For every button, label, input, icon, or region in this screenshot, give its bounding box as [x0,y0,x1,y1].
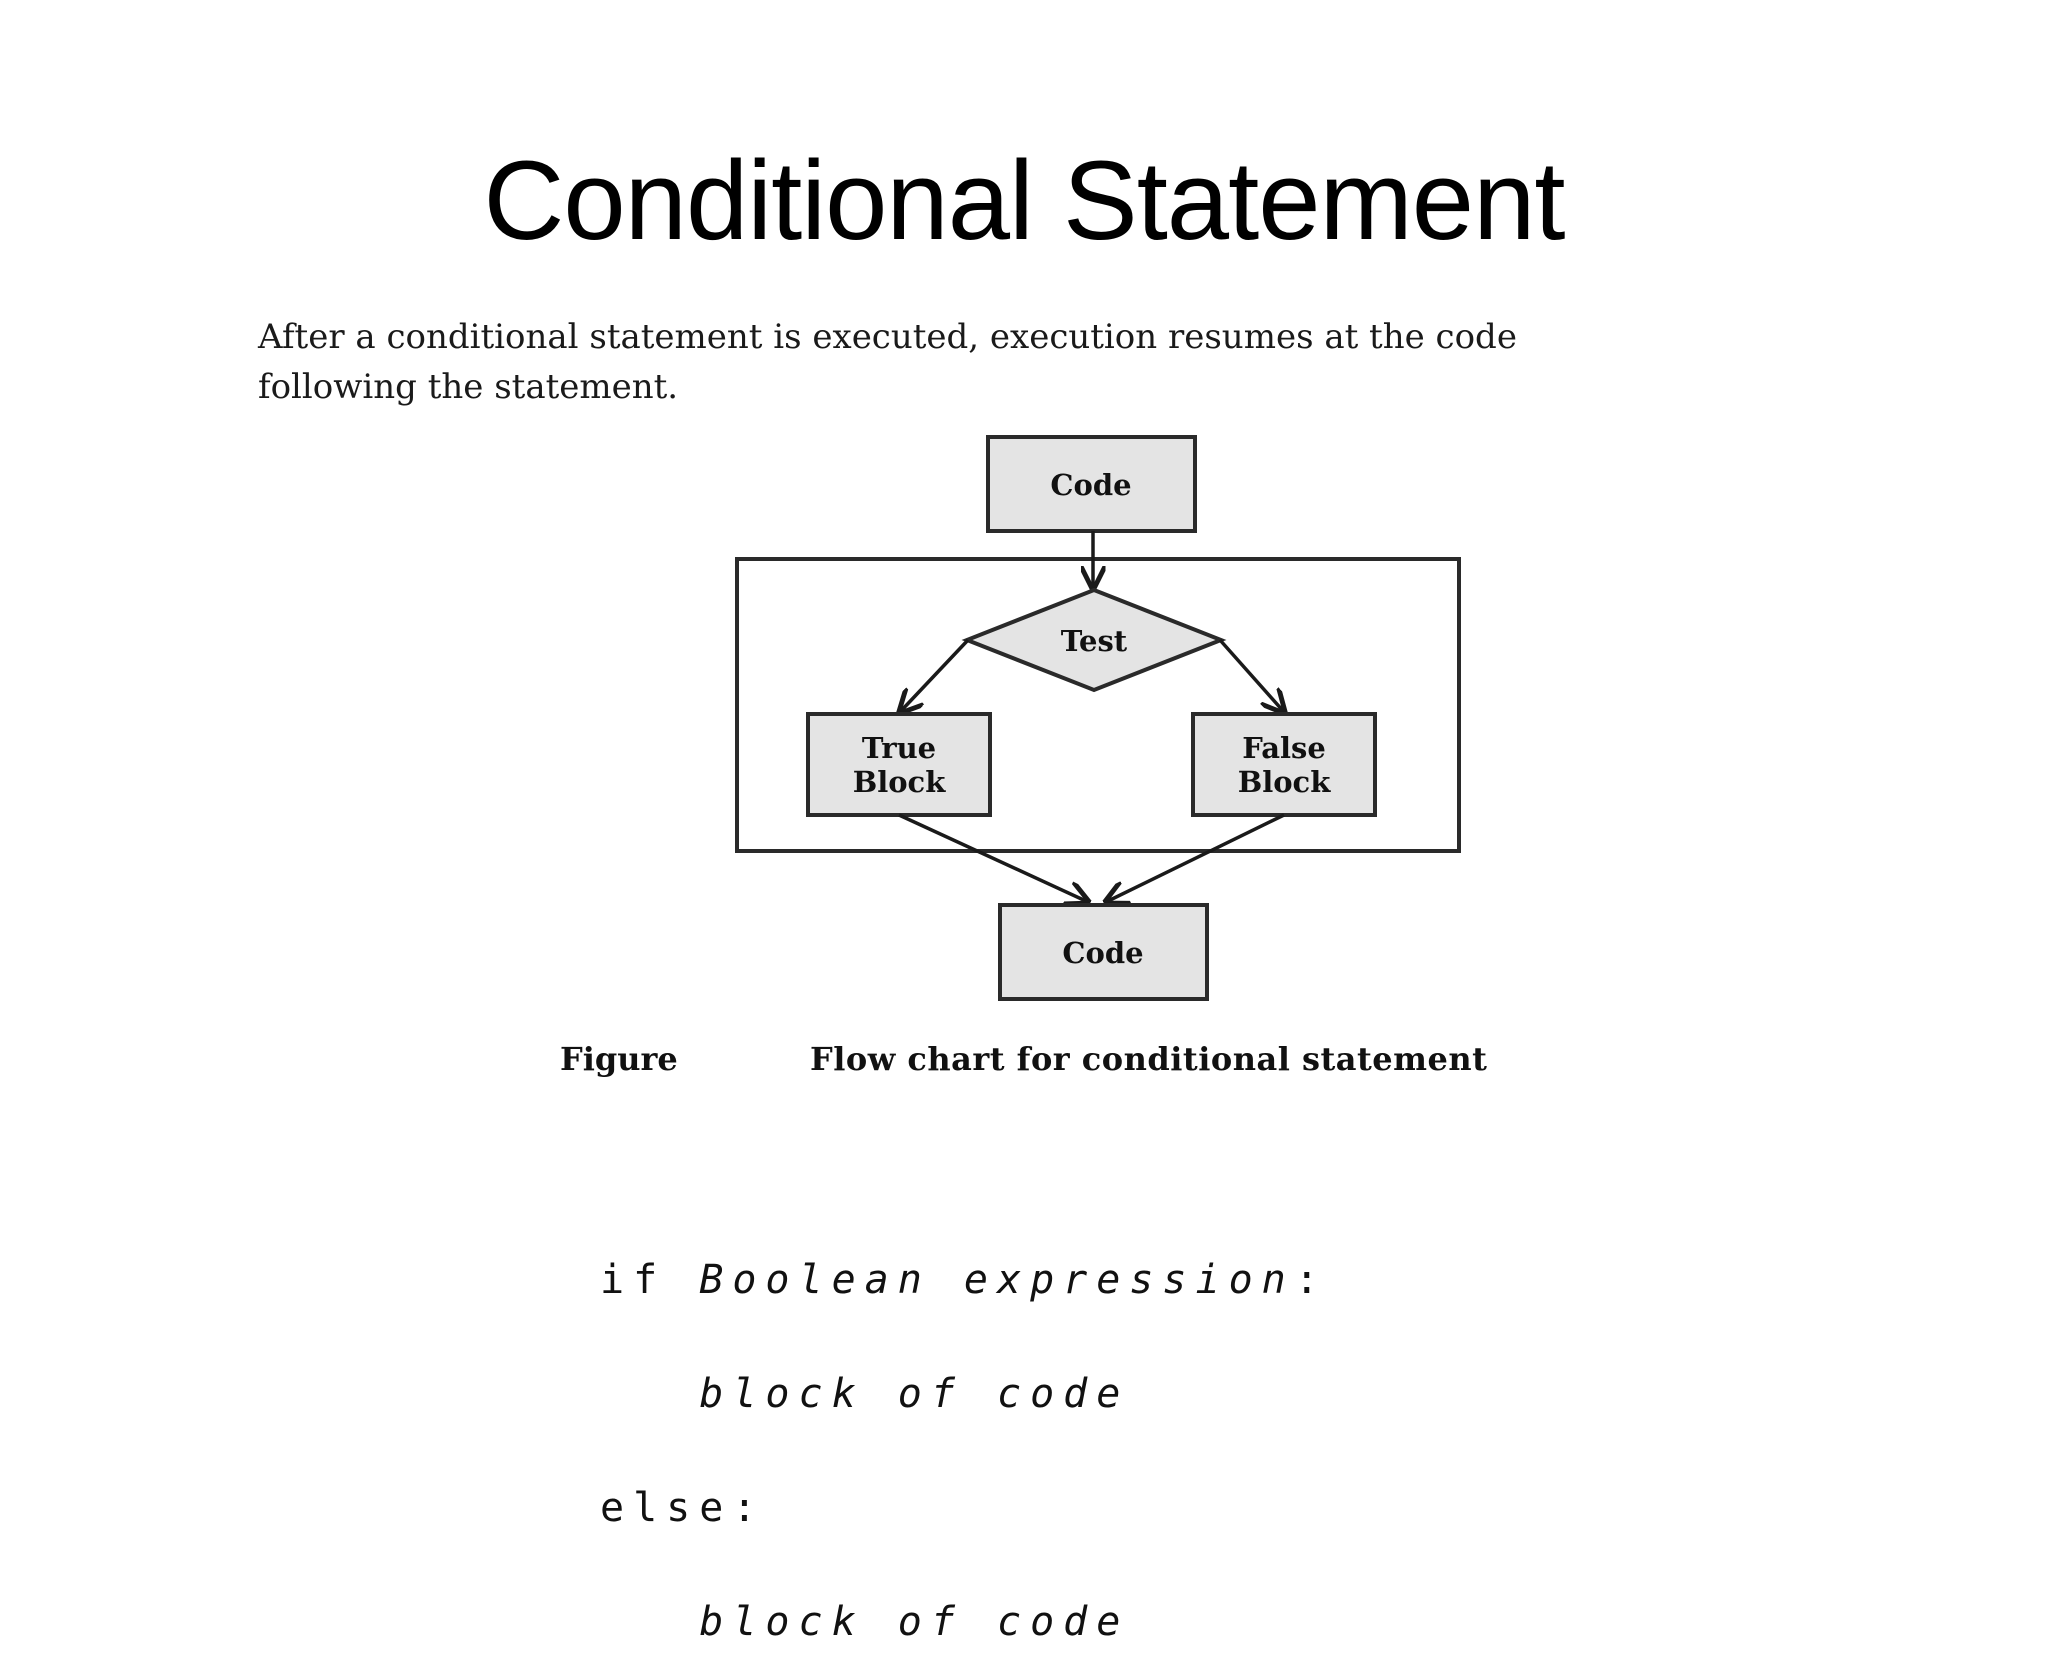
false-block-node: False Block [1191,712,1377,817]
top-code-label: Code [1050,468,1131,502]
code-block-2: block of code [699,1599,1130,1645]
intro-line-2: following the statement. [258,367,679,407]
test-decision-node: Test [961,587,1227,693]
code-line-block-2: block of code [600,1602,1328,1642]
code-line-block-1: block of code [600,1374,1328,1414]
code-if-condition: Boolean expression [699,1257,1295,1303]
top-code-node: Code [986,435,1197,533]
bottom-code-node: Code [998,903,1209,1001]
code-line-else: else: [600,1488,1328,1528]
code-else-keyword: else: [600,1485,766,1531]
false-block-label-1: False [1242,731,1326,765]
code-line-if: if Boolean expression: [600,1260,1328,1300]
edge-true-to-code [898,813,1088,902]
edge-test-to-true [900,638,970,712]
code-if-keyword: if [600,1257,667,1303]
code-snippet: if Boolean expression: block of code els… [600,1185,1328,1679]
figure-caption: Flow chart for conditional statement [810,1040,1488,1078]
false-block-label-2: Block [1238,765,1332,799]
intro-line-1: After a conditional statement is execute… [258,317,1517,357]
code-block-1: block of code [699,1371,1130,1417]
bottom-code-label: Code [1062,936,1143,970]
edge-false-to-code [1106,813,1285,902]
flowchart-diagram: Code Test True Block False Block Code [735,435,1461,1001]
figure-label: Figure [560,1040,678,1078]
true-block-node: True Block [806,712,992,817]
edge-test-to-false [1218,638,1284,712]
true-block-label-1: True [862,731,936,765]
slide-title: Conditional Statement [483,138,1565,263]
true-block-label-2: Block [853,765,947,799]
intro-paragraph: After a conditional statement is execute… [258,312,1818,412]
code-if-colon: : [1294,1257,1328,1303]
test-label: Test [1061,624,1128,658]
conditional-frame [735,557,1461,853]
